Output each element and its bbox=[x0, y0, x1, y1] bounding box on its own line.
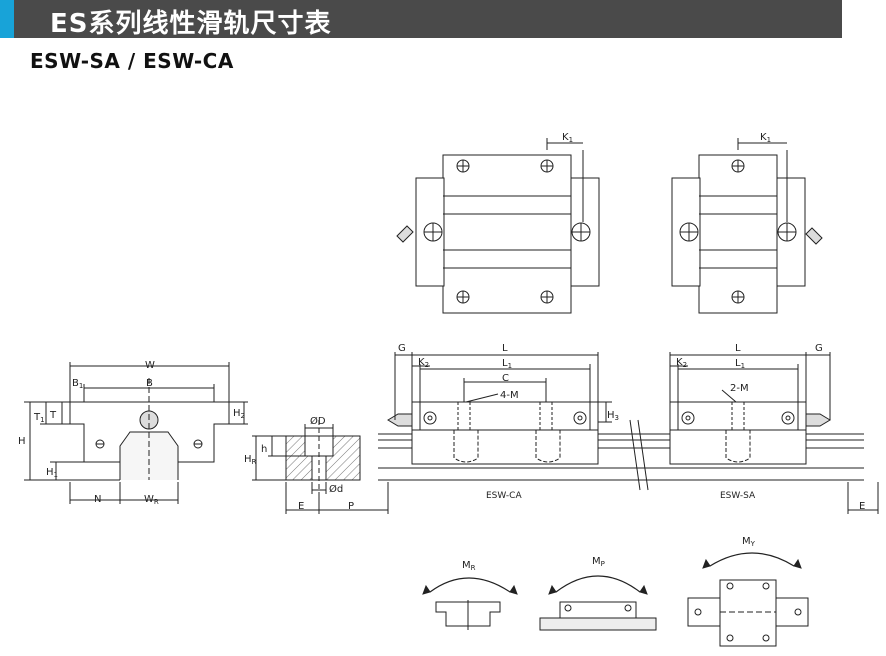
h2-label: H2 bbox=[233, 408, 245, 420]
mr-label: MR bbox=[462, 560, 476, 572]
holes-4m-label: 4-M bbox=[500, 390, 519, 401]
wr-label: WR bbox=[144, 494, 159, 506]
t-label: T bbox=[49, 410, 57, 421]
phi-d-large-label: ØD bbox=[310, 415, 326, 427]
b1-label: B1 bbox=[72, 378, 83, 390]
k2-label-sa: K2 bbox=[676, 357, 687, 369]
h3-label: H3 bbox=[607, 410, 619, 422]
n-label: N bbox=[94, 494, 101, 505]
page-title: ES系列线性滑轨尺寸表 bbox=[50, 9, 332, 39]
h-small-label: h bbox=[261, 444, 267, 455]
b-label: B bbox=[146, 378, 153, 389]
my-label: MY bbox=[742, 536, 756, 548]
cross-section-view bbox=[24, 362, 248, 504]
moment-mr-diagram bbox=[422, 577, 518, 630]
c-label: C bbox=[502, 373, 509, 384]
esw-ca-caption: ESW-CA bbox=[486, 491, 522, 501]
k1-label-top-right: K1 bbox=[760, 132, 771, 144]
g-label-left: G bbox=[398, 343, 406, 354]
e-label-right: E bbox=[859, 501, 865, 512]
banner-accent bbox=[0, 0, 14, 38]
l-label-ca: L bbox=[502, 343, 508, 354]
rail-section-view bbox=[252, 420, 389, 514]
top-view-sa bbox=[671, 138, 823, 314]
holes-2m-label: 2-M bbox=[730, 383, 749, 394]
k2-label-ca: K2 bbox=[418, 357, 429, 369]
side-view-block-ca bbox=[387, 352, 612, 465]
l1-label-ca: L1 bbox=[502, 358, 512, 370]
moment-mp-diagram bbox=[539, 575, 657, 631]
p-label: P bbox=[348, 501, 354, 512]
l1-label-sa: L1 bbox=[735, 358, 745, 370]
l-label-sa: L bbox=[735, 343, 741, 354]
title-banner: ES系列线性滑轨尺寸表 bbox=[0, 0, 842, 39]
hr-label: HR bbox=[244, 454, 257, 466]
w-label: W bbox=[145, 360, 155, 371]
top-view-ca bbox=[396, 138, 600, 314]
k1-label-top-left: K1 bbox=[562, 132, 573, 144]
esw-sa-caption: ESW-SA bbox=[720, 491, 756, 501]
h1-label: H1 bbox=[46, 467, 58, 479]
model-subtitle: ESW-SA / ESW-CA bbox=[30, 49, 234, 73]
side-view-block-sa bbox=[669, 352, 879, 514]
h-label: H bbox=[18, 436, 26, 447]
moment-my-diagram bbox=[687, 552, 809, 647]
mp-label: MP bbox=[592, 556, 605, 568]
g-label-right: G bbox=[815, 343, 823, 354]
t1-label: T1 bbox=[33, 412, 45, 424]
e-label-left: E bbox=[298, 501, 304, 512]
phi-d-small-label: Ød bbox=[329, 483, 343, 495]
